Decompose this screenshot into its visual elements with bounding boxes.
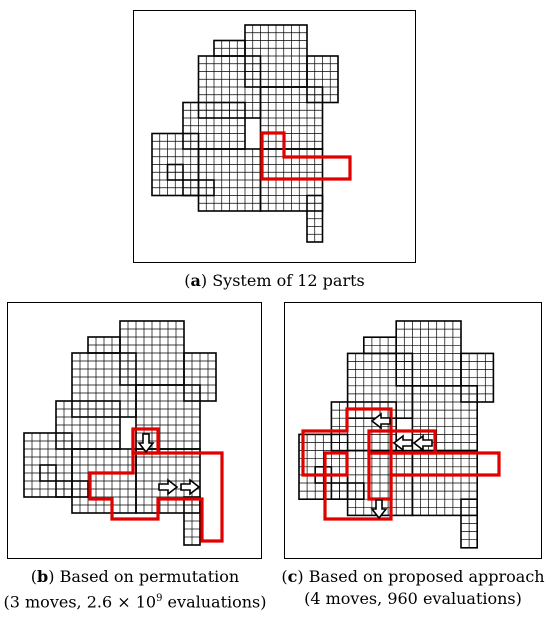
arrow-down-icon bbox=[370, 499, 388, 520]
highlight-part bbox=[367, 451, 393, 501]
arrow-down-icon bbox=[137, 433, 155, 454]
part-block bbox=[411, 385, 479, 452]
highlight-part bbox=[367, 429, 437, 455]
part-block bbox=[411, 449, 479, 517]
caption-a-letter: a bbox=[190, 271, 201, 290]
caption-a-text: System of 12 parts bbox=[207, 271, 365, 290]
caption-b-line2-pre: (3 moves, 2.6 × 10 bbox=[3, 592, 157, 612]
caption-b-letter: b bbox=[37, 567, 49, 586]
caption-c: (c) Based on proposed approach (4 moves,… bbox=[281, 567, 545, 608]
caption-c-text: Based on proposed approach bbox=[303, 567, 545, 586]
highlight-part bbox=[301, 407, 501, 521]
grid-system bbox=[298, 320, 495, 549]
part-block bbox=[87, 336, 121, 354]
part-block bbox=[39, 464, 57, 482]
arrow-left-icon bbox=[412, 434, 433, 452]
caption-b-text: Based on permutation bbox=[54, 567, 240, 586]
caption-b-line2-post: evaluations) bbox=[162, 592, 267, 612]
caption-c-letter: c bbox=[287, 567, 298, 586]
highlight-part bbox=[323, 451, 349, 477]
arrow-right-icon bbox=[180, 478, 201, 496]
part-block bbox=[182, 179, 215, 197]
highlight-part bbox=[260, 131, 352, 181]
highlight-part bbox=[88, 429, 224, 543]
panel-b bbox=[7, 302, 262, 559]
part-block bbox=[259, 86, 324, 150]
highlight-part bbox=[131, 427, 160, 455]
panel-a bbox=[133, 10, 416, 263]
part-block bbox=[55, 400, 121, 450]
diagram-b bbox=[23, 320, 224, 546]
part-block bbox=[182, 101, 246, 150]
part-block bbox=[166, 163, 184, 181]
part-block bbox=[183, 496, 201, 546]
grid-system bbox=[23, 320, 217, 546]
part-block bbox=[55, 480, 89, 498]
part-block bbox=[306, 194, 324, 243]
grid-system bbox=[151, 24, 339, 243]
part-block bbox=[213, 39, 246, 57]
caption-b: (b) Based on permutation (3 moves, 2.6 ×… bbox=[3, 567, 267, 612]
caption-b-exponent: 9 bbox=[156, 593, 163, 604]
arrow-left-icon bbox=[392, 434, 413, 452]
caption-c-line2: (4 moves, 960 evaluations) bbox=[304, 589, 522, 608]
part-block bbox=[330, 482, 365, 501]
arrow-left-icon bbox=[370, 412, 391, 430]
panel-c bbox=[284, 302, 542, 559]
diagram-c bbox=[298, 320, 501, 549]
part-block bbox=[460, 498, 479, 549]
part-block bbox=[363, 336, 398, 355]
diagram-a bbox=[151, 24, 352, 243]
arrow-right-icon bbox=[158, 478, 179, 496]
caption-a: (a) System of 12 parts bbox=[184, 271, 365, 290]
